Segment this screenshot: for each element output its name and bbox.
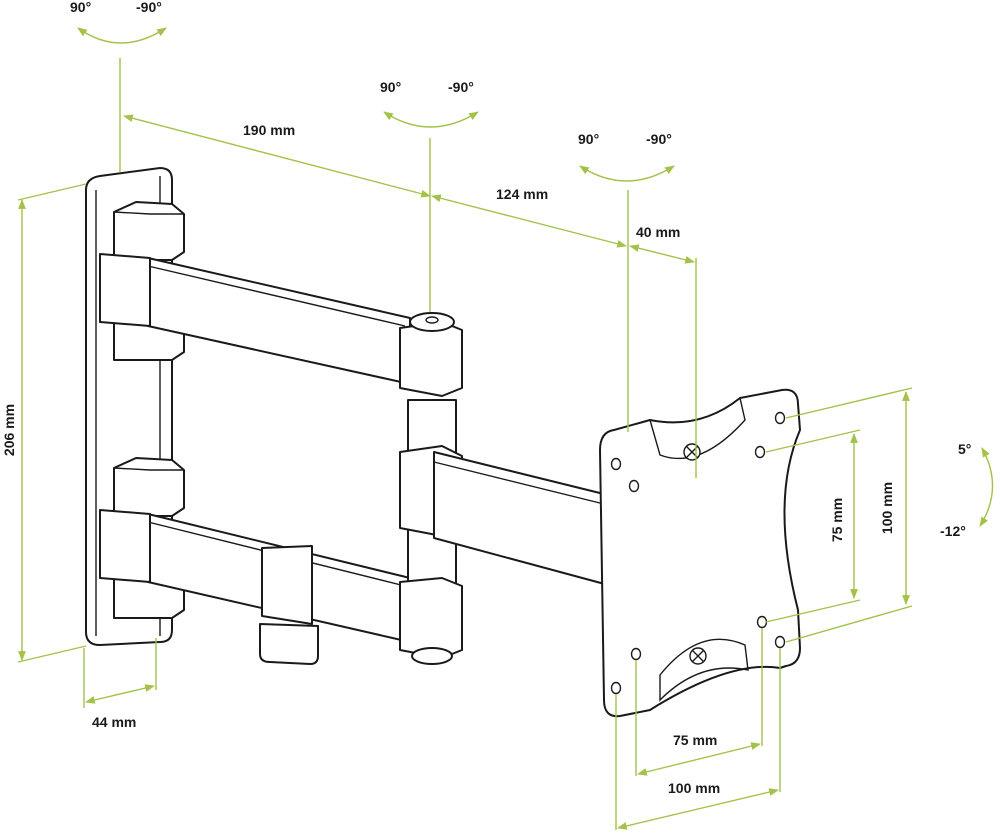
elbow-joint-right-label: -90° <box>448 79 474 95</box>
wall-plate-depth-label: 44 mm <box>92 714 136 730</box>
upper-arm <box>99 253 411 385</box>
tilt-up-label: 5° <box>958 441 971 457</box>
elbow-joint-left-label: 90° <box>380 79 401 95</box>
extension-arm <box>433 451 613 587</box>
head-joint-left-label: 90° <box>578 131 599 147</box>
vesa-plate <box>599 388 801 718</box>
head-joint-right-label: -90° <box>646 131 672 147</box>
vesa-small-vertical-label: 75 mm <box>829 498 845 542</box>
dimension-labels: 190 mm 124 mm 40 mm 206 mm 44 mm 75 mm 1… <box>1 122 895 796</box>
wall-joint-left-label: 90° <box>70 0 91 15</box>
offset-depth-label: 40 mm <box>636 224 680 240</box>
vesa-large-vertical-label: 100 mm <box>879 482 895 534</box>
arm2-length-label: 124 mm <box>496 186 548 202</box>
tilt-down-label: -12° <box>940 523 966 539</box>
wall-joint-right-label: -90° <box>136 0 162 15</box>
vesa-small-horizontal-label: 75 mm <box>673 732 717 748</box>
rotation-labels: 90° -90° 90° -90° 90° -90° 5° -12° <box>70 0 971 539</box>
wall-plate-height-label: 206 mm <box>1 404 17 456</box>
rotation-arrows <box>77 27 994 527</box>
arm1-length-label: 190 mm <box>243 122 295 138</box>
dimension-lines <box>17 58 913 830</box>
vesa-large-horizontal-label: 100 mm <box>668 780 720 796</box>
